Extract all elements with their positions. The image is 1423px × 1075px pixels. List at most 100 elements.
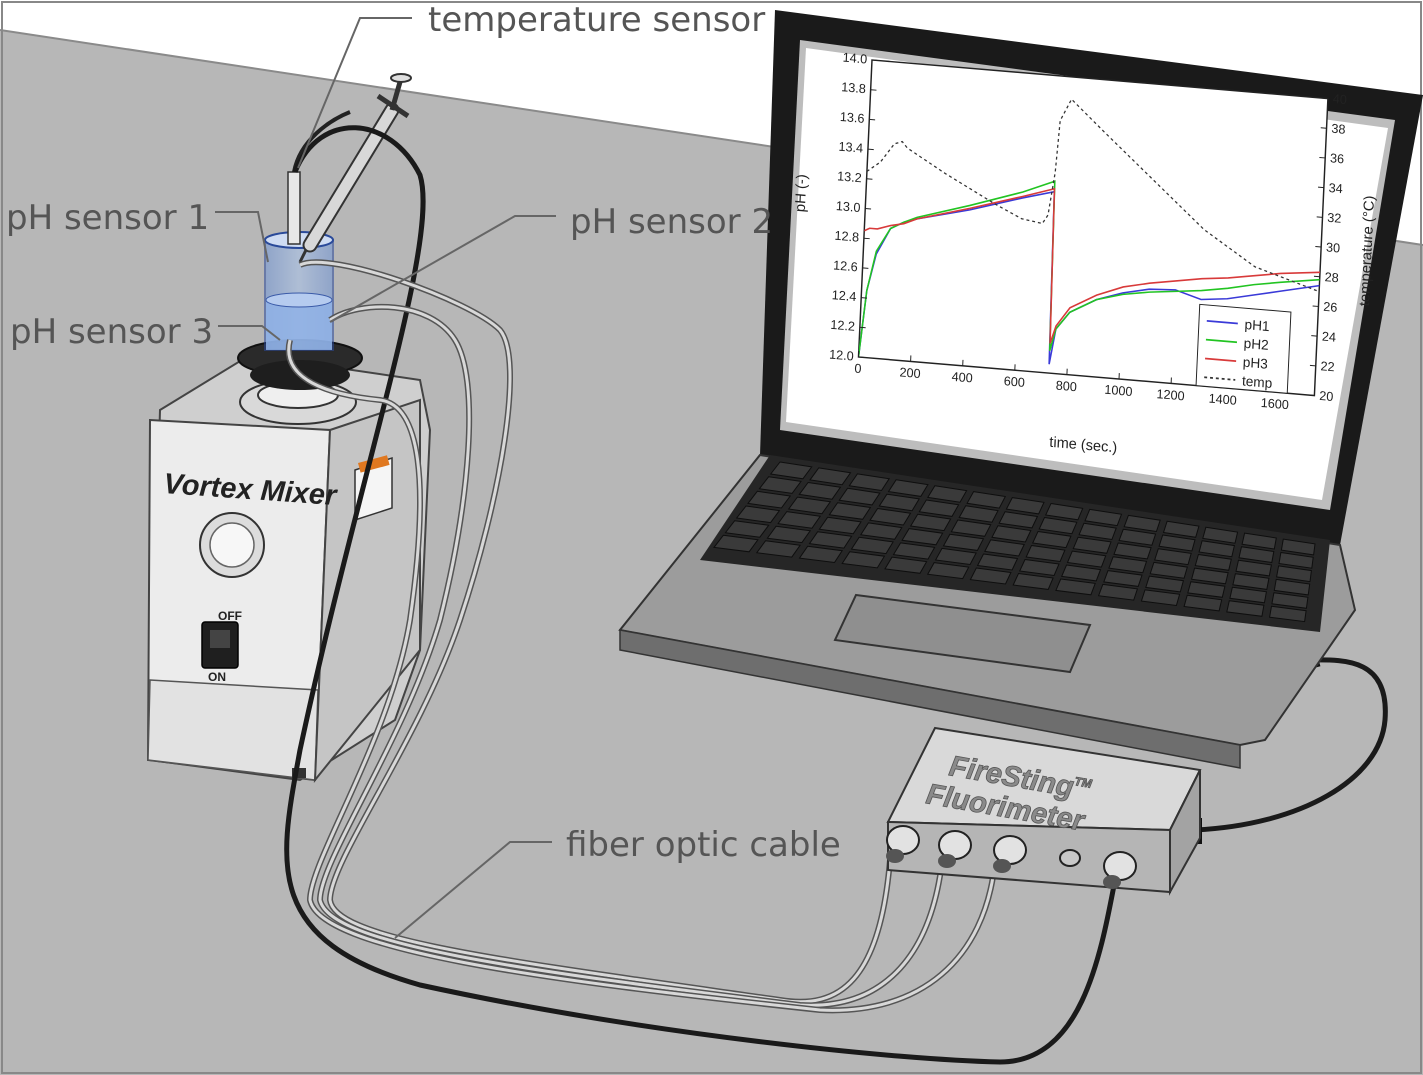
keyboard-key[interactable]	[809, 467, 852, 486]
keyboard-key[interactable]	[769, 461, 813, 480]
keyboard-key[interactable]	[1158, 534, 1196, 552]
keyboard-key[interactable]	[1018, 558, 1060, 577]
keyboard-key[interactable]	[918, 499, 960, 517]
keyboard-key[interactable]	[942, 533, 985, 551]
keyboard-key[interactable]	[1044, 502, 1084, 521]
keyboard-key[interactable]	[818, 516, 862, 535]
keyboard-key[interactable]	[1183, 594, 1223, 612]
keyboard-key[interactable]	[1103, 570, 1143, 587]
keyboard-key[interactable]	[1241, 532, 1277, 550]
keyboard-key[interactable]	[1084, 508, 1123, 527]
keyboard-key[interactable]	[926, 485, 968, 503]
keyboard-key[interactable]	[1055, 578, 1096, 596]
keyboard-key[interactable]	[1194, 553, 1232, 571]
fiber-port-3[interactable]	[993, 835, 1027, 873]
keyboard-key[interactable]	[892, 542, 936, 560]
keyboard-key[interactable]	[713, 534, 759, 553]
callout-temperature-sensor: temperature sensor	[428, 0, 765, 40]
keyboard-key[interactable]	[884, 556, 928, 574]
keyboard-key[interactable]	[1108, 556, 1148, 574]
keyboard-key[interactable]	[1149, 561, 1188, 579]
keyboard-key[interactable]	[1140, 589, 1181, 607]
keyboard-key[interactable]	[1187, 581, 1226, 598]
keyboard-key[interactable]	[1066, 550, 1107, 568]
keyboard-key[interactable]	[1162, 520, 1200, 538]
keyboard-key[interactable]	[1097, 583, 1139, 601]
keyboard-key[interactable]	[1198, 540, 1236, 558]
keyboard-key[interactable]	[1276, 565, 1312, 583]
touchpad[interactable]	[833, 593, 1092, 674]
keyboard-key[interactable]	[787, 496, 832, 515]
keyboard-key[interactable]	[1060, 564, 1102, 582]
keyboard-key[interactable]	[991, 525, 1032, 543]
fiber-optic-cable-3-core	[287, 339, 997, 1012]
keyboard-key[interactable]	[1280, 538, 1316, 556]
keyboard-key[interactable]	[841, 551, 886, 569]
keyboard-key[interactable]	[848, 473, 891, 492]
keyboard-key[interactable]	[958, 505, 999, 523]
keyboard-key[interactable]	[735, 505, 781, 524]
keyboard-key[interactable]	[850, 536, 894, 555]
keyboard-key[interactable]	[926, 562, 970, 580]
keyboard-key[interactable]	[747, 490, 792, 509]
keyboard-key[interactable]	[1202, 526, 1239, 544]
keyboard-key[interactable]	[984, 539, 1025, 557]
y-tick-label: 13.2	[837, 168, 862, 185]
keyboard-key[interactable]	[798, 545, 844, 564]
keyboard-key[interactable]	[808, 531, 853, 549]
keyboard-key[interactable]	[1229, 586, 1267, 604]
keyboard-key[interactable]	[828, 502, 872, 520]
temperature-port[interactable]	[1103, 851, 1137, 889]
keyboard-key[interactable]	[1226, 600, 1265, 617]
keyboard-key[interactable]	[1072, 536, 1112, 554]
keyboard-key[interactable]	[1078, 522, 1117, 541]
keyboard-key[interactable]	[1154, 548, 1192, 566]
keyboard-key[interactable]	[1273, 578, 1311, 596]
keyboard-key[interactable]	[1232, 573, 1270, 590]
keyboard-key[interactable]	[755, 540, 801, 558]
keyboard-key[interactable]	[976, 553, 1019, 571]
keyboard-key[interactable]	[887, 479, 929, 497]
keyboard-key[interactable]	[998, 511, 1039, 529]
keyboard-key[interactable]	[1145, 575, 1185, 593]
keyboard-key[interactable]	[934, 547, 977, 566]
callout-temperature-sensor-leader	[297, 17, 412, 169]
series-line-pH3	[863, 187, 1321, 344]
keyboard-key[interactable]	[1025, 544, 1066, 563]
keyboard-key[interactable]	[1278, 551, 1314, 569]
keyboard-key[interactable]	[1238, 546, 1275, 564]
keyboard-key[interactable]	[758, 476, 802, 494]
keyboard-key[interactable]	[724, 520, 770, 538]
keyboard-key[interactable]	[798, 481, 842, 500]
keyboard-key[interactable]	[838, 487, 881, 506]
keyboard-key[interactable]	[878, 493, 921, 512]
keyboard-key[interactable]	[777, 511, 822, 529]
keyboard-key[interactable]	[969, 567, 1012, 585]
keyboard-key[interactable]	[1012, 572, 1054, 590]
legend-label-pH2: pH2	[1243, 336, 1269, 353]
keyboard-key[interactable]	[1031, 530, 1072, 549]
keyboard-key[interactable]	[966, 491, 1007, 509]
keyboard-key[interactable]	[950, 519, 992, 537]
keyboard-key[interactable]	[1271, 592, 1309, 609]
callout-ph-sensor-2: pH sensor 2	[570, 202, 773, 242]
keyboard-key[interactable]	[909, 513, 952, 532]
keyboard-key[interactable]	[1005, 497, 1045, 515]
keyboard-key[interactable]	[766, 525, 812, 544]
keyboard-key[interactable]	[1269, 605, 1307, 623]
keyboard-key[interactable]	[859, 522, 903, 540]
keyboard-keys	[713, 461, 1316, 623]
keyboard-key[interactable]	[1038, 516, 1078, 535]
keyboard-key[interactable]	[1123, 514, 1161, 533]
keyboard-key[interactable]	[901, 528, 944, 546]
keyboard-key[interactable]	[1118, 528, 1157, 546]
keyboard-key[interactable]	[1113, 542, 1152, 560]
keyboard-key[interactable]	[1235, 559, 1272, 577]
legend-label-pH3: pH3	[1243, 355, 1269, 372]
keyboard-key[interactable]	[1190, 567, 1229, 585]
keyboard-key[interactable]	[869, 507, 912, 526]
x-tick-label: 200	[899, 364, 921, 381]
fiber-port-1[interactable]	[886, 825, 920, 863]
fiber-port-2[interactable]	[938, 830, 972, 868]
